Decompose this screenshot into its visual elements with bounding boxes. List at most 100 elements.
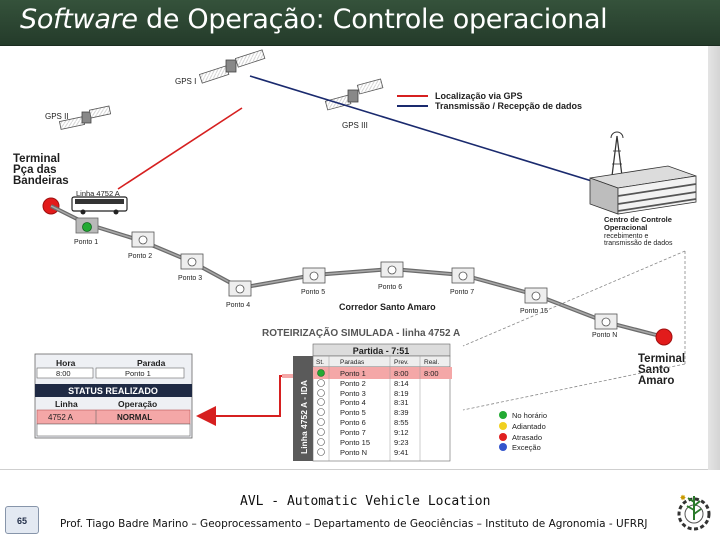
satellite-gps-3: GPS III (324, 78, 384, 130)
status-color-legend: No horário Adiantado Atrasado Exceção (499, 411, 547, 452)
schedule-highlight-row (313, 367, 452, 379)
stop-label: Ponto 2 (128, 253, 152, 260)
legend-on-time: No horário (512, 411, 547, 420)
row-prev: 8:55 (394, 418, 409, 427)
stop-label: Ponto 15 (520, 308, 548, 315)
footer-credit: Prof. Tiago Badre Marino – Geoprocessame… (60, 518, 648, 530)
satellite-icon (198, 49, 266, 84)
row-prev: 9:23 (394, 438, 409, 447)
terminal-start-line-3: Bandeiras (13, 175, 69, 187)
stop-label: Ponto N (592, 332, 617, 339)
table-row: Ponto 3 8:19 (317, 389, 409, 398)
slide-title-italic: Software (20, 4, 138, 35)
stop-label: Ponto 1 (74, 239, 98, 246)
row-stop: Ponto 1 (340, 369, 366, 378)
hora-value: 8:00 (56, 369, 71, 378)
operacao-value: NORMAL (117, 413, 152, 422)
col-header-paradas: Paradas (340, 359, 365, 366)
stop-label: Ponto 4 (226, 302, 250, 309)
terminal-end-line-3: Amaro (638, 375, 674, 387)
satellite-label: GPS II (45, 112, 69, 121)
stop-ponto-7: Ponto 7 (450, 267, 475, 296)
university-logo: ✸ (677, 494, 711, 531)
stop-label: Ponto 7 (450, 289, 474, 296)
row-status-dot (317, 389, 325, 397)
row-prev: 8:39 (394, 408, 409, 417)
stop-ponto-15: Ponto 15 (520, 287, 548, 315)
slide-title-rest: de Operação: Controle operacional (137, 4, 608, 35)
slide-title: Software de Operação: Controle operacion… (20, 4, 608, 35)
building-icon (589, 165, 697, 215)
row-stop: Ponto 4 (340, 398, 366, 407)
gps-signal-line (117, 107, 243, 190)
figure-caption: AVL - Automatic Vehicle Location (240, 494, 491, 509)
status-panel-header (35, 384, 192, 397)
stop-ponto-5: Ponto 5 (301, 267, 326, 296)
schedule-title: Partida - 7:51 (353, 346, 410, 356)
stop-ponto-n: Ponto N (592, 313, 618, 339)
satellite-label: GPS III (342, 121, 368, 130)
status-panel: Hora Parada 8:00 Ponto 1 STATUS REALIZAD… (34, 353, 193, 439)
stop-ponto-6: Ponto 6 (378, 261, 404, 291)
linha-value: 4752 A (48, 413, 74, 422)
legend-dot-late (499, 433, 507, 441)
row-status-dot (317, 438, 325, 446)
row-real: 8:00 (424, 369, 439, 378)
terminal-end-line-2: Santo (638, 364, 670, 376)
antenna-icon (610, 131, 624, 177)
status-arrow (196, 375, 282, 426)
row-status-dot (317, 428, 325, 436)
status-title: STATUS REALIZADO (68, 386, 158, 396)
table-row: Ponto 15 9:23 (317, 438, 409, 447)
satellite-icon (324, 78, 384, 111)
terminal-end-marker (655, 328, 673, 346)
operacao-label: Operação (118, 399, 157, 409)
row-stop: Ponto 2 (340, 379, 366, 388)
route-title: ROTEIRIZAÇÃO SIMULADA - linha 4752 A (262, 326, 460, 339)
row-stop: Ponto N (340, 448, 367, 457)
stop-status-dot (82, 222, 92, 232)
data-transmission-line (249, 75, 609, 187)
control-center-line-3: recebimento e (604, 233, 648, 240)
control-center-line-4: transmissão de dados (604, 240, 673, 247)
row-status-dot (317, 448, 325, 456)
col-header-prev: Prev. (394, 359, 409, 366)
stop-label: Ponto 5 (301, 289, 325, 296)
bus-label: Linha 4752 A (76, 189, 120, 198)
stop-label: Ponto 6 (378, 284, 402, 291)
row-prev: 8:14 (394, 379, 409, 388)
terminal-start-line-2: Pça das (13, 164, 56, 176)
row-stop: Ponto 15 (340, 438, 370, 447)
bus: Linha 4752 A (71, 189, 128, 215)
linha-label: Linha (55, 399, 78, 409)
legend-gps-label: Localização via GPS (435, 91, 523, 101)
row-prev: 8:19 (394, 389, 409, 398)
control-center-line-1: Centro de Controle (604, 215, 672, 224)
row-stop: Ponto 3 (340, 389, 366, 398)
avl-diagram: GPS I GPS II GPS III Localização via GPS… (13, 49, 697, 462)
table-row: Ponto N 9:41 (317, 448, 409, 457)
control-center-line-2: Operacional (604, 223, 647, 232)
legend-transmission-label: Transmissão / Recepção de dados (435, 101, 582, 111)
control-center: Centro de Controle Operacional recebimen… (589, 131, 697, 247)
legend-late: Atrasado (512, 433, 542, 442)
schedule-side-bar (293, 356, 313, 461)
page-number: 65 (5, 506, 39, 534)
terminal-start: Terminal Pça das Bandeiras (13, 153, 69, 215)
table-row: Ponto 6 8:55 (317, 418, 409, 427)
satellite-gps-2: GPS II (45, 105, 112, 130)
satellite-label: GPS I (175, 77, 196, 86)
terminal-start-line-1: Terminal (13, 153, 60, 165)
col-header-st: St. (316, 359, 324, 366)
schedule-table: Linha 4752 A - IDA Partida - 7:51 St. Pa… (293, 343, 452, 462)
stop-label: Ponto 3 (178, 275, 202, 282)
stop-ponto-2: Ponto 2 (128, 231, 155, 260)
legend-dot-exception (499, 443, 507, 451)
legend-dot-on-time (499, 411, 507, 419)
hora-label: Hora (56, 358, 76, 368)
parada-label: Parada (137, 358, 166, 368)
legend-early: Adiantado (512, 422, 546, 431)
table-row: Ponto 4 8:31 (317, 398, 409, 407)
table-row: Ponto 1 8:00 8:00 (317, 369, 439, 378)
row-prev: 8:31 (394, 398, 409, 407)
